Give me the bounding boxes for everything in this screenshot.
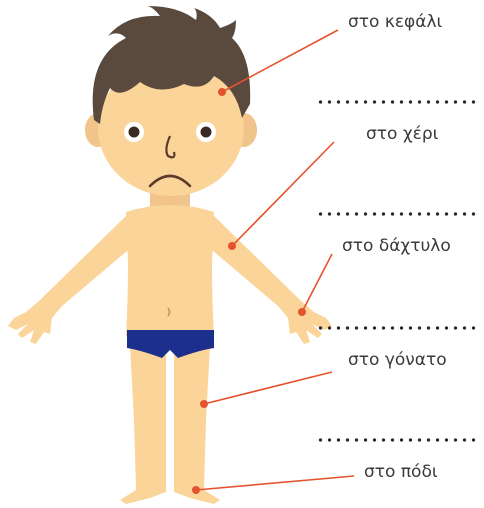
pointer-foot-dot: [193, 487, 199, 493]
answer-line-1[interactable]: [316, 100, 478, 104]
right-eye-pupil: [201, 127, 212, 138]
pointer-foot-line: [196, 476, 354, 490]
head: [85, 6, 257, 196]
right-arm: [200, 214, 332, 344]
pointer-knee-dot: [201, 401, 207, 407]
torso: [126, 205, 214, 336]
pointer-finger-line: [302, 254, 332, 312]
pointer-finger-dot: [299, 309, 305, 315]
pointer-head-dot: [219, 89, 225, 95]
label-head: στο κεφάλι: [348, 14, 442, 31]
label-finger: στο δάχτυλο: [342, 238, 451, 255]
right-leg: [174, 346, 220, 504]
label-knee: στο γόνατο: [348, 352, 447, 369]
answer-line-2[interactable]: [316, 212, 478, 216]
pointer-hand-line: [232, 142, 334, 246]
label-hand: στο χέρι: [366, 126, 438, 143]
answer-line-4[interactable]: [316, 438, 478, 442]
pointer-knee-line: [204, 372, 332, 404]
pointer-hand-dot: [229, 243, 235, 249]
answer-line-3[interactable]: [316, 326, 478, 330]
left-arm: [8, 214, 140, 344]
left-eye-pupil: [129, 127, 140, 138]
label-foot: στο πόδι: [364, 464, 438, 481]
left-leg: [120, 346, 166, 504]
